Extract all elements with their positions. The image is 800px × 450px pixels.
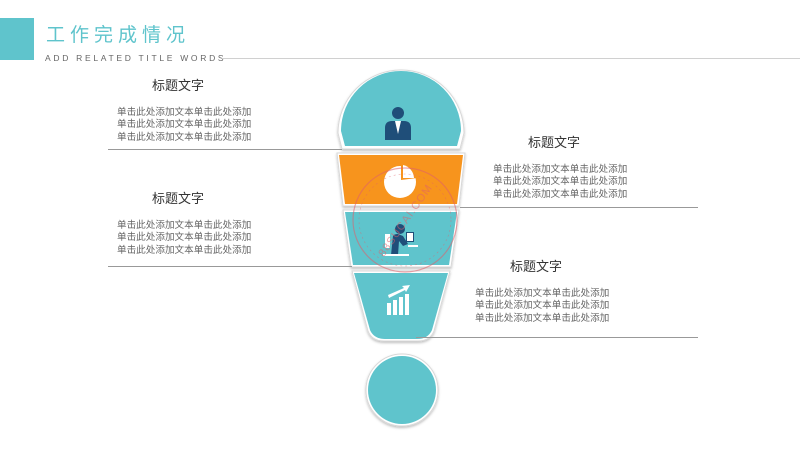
block-line: 单击此处添加文本单击此处添加: [117, 131, 252, 143]
block-line: 单击此处添加文本单击此处添加: [493, 176, 628, 188]
block-line: 单击此处添加文本单击此处添加: [117, 107, 252, 118]
block-line: 单击此处添加文本单击此处添加: [493, 164, 628, 175]
block-line: 单击此处添加文本单击此处添加: [475, 300, 610, 312]
block-title: 标题文字: [152, 192, 205, 207]
block-title: 标题文字: [152, 79, 205, 94]
page-title: 工作完成情况: [46, 24, 191, 46]
leader-line: [460, 207, 698, 208]
leader-line: [416, 337, 698, 338]
block-line: 单击此处添加文本单击此处添加: [117, 220, 252, 231]
page-subtitle: ADD RELATED TITLE WORDS: [45, 53, 227, 63]
block-title: 标题文字: [510, 260, 563, 275]
leader-line: [108, 266, 352, 267]
subtitle-divider: [222, 58, 800, 59]
block-line: 单击此处添加文本单击此处添加: [117, 244, 252, 256]
text-block-2: 标题文字 单击此处添加文本单击此处添加 单击此处添加文本单击此处添加 单击此处添…: [493, 132, 627, 201]
title-accent-bar: [0, 18, 34, 60]
block-body: 单击此处添加文本单击此处添加 单击此处添加文本单击此处添加 单击此处添加文本单击…: [117, 220, 251, 257]
text-block-1: 标题文字 单击此处添加文本单击此处添加 单击此处添加文本单击此处添加 单击此处添…: [117, 75, 251, 144]
pie-chart-icon: [384, 163, 417, 198]
text-block-4: 标题文字 单击此处添加文本单击此处添加 单击此处添加文本单击此处添加 单击此处添…: [475, 256, 609, 325]
block-line: 单击此处添加文本单击此处添加: [475, 312, 610, 324]
block-line: 单击此处添加文本单击此处添加: [475, 288, 610, 299]
block-line: 单击此处添加文本单击此处添加: [117, 119, 252, 131]
growth-chart-icon: [387, 285, 410, 315]
block-line: 单击此处添加文本单击此处添加: [117, 232, 252, 244]
block-body: 单击此处添加文本单击此处添加 单击此处添加文本单击此处添加 单击此处添加文本单击…: [493, 164, 627, 201]
person-at-computer-icon: [383, 224, 418, 256]
block-line: 单击此处添加文本单击此处添加: [493, 188, 628, 200]
block-body: 单击此处添加文本单击此处添加 单击此处添加文本单击此处添加 单击此处添加文本单击…: [117, 107, 251, 144]
leader-line: [108, 149, 342, 150]
block-title: 标题文字: [528, 136, 581, 151]
text-block-3: 标题文字 单击此处添加文本单击此处添加 单击此处添加文本单击此处添加 单击此处添…: [117, 188, 251, 257]
businessman-icon: [385, 107, 411, 140]
block-body: 单击此处添加文本单击此处添加 单击此处添加文本单击此处添加 单击此处添加文本单击…: [475, 288, 609, 325]
